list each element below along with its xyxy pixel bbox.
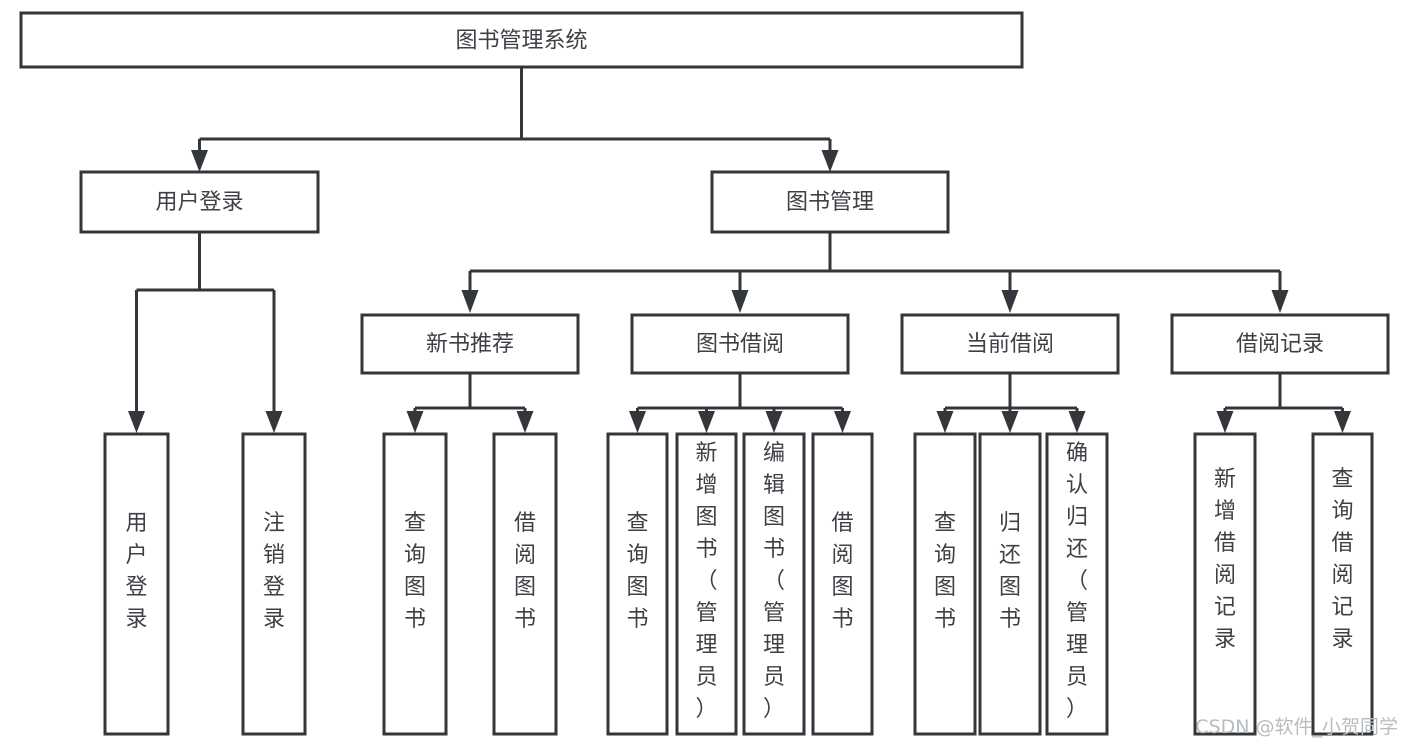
leaf-current-borrow-1[interactable]: 归还图书 <box>978 432 1042 736</box>
leaf-box[interactable] <box>1193 432 1257 736</box>
arrow-current-borrow-leaf3 <box>1068 411 1086 433</box>
node-borrow-record-label: 借阅记录 <box>1236 332 1324 357</box>
leaf-box[interactable] <box>742 432 806 736</box>
leaf-label: 借阅图书 <box>831 511 853 632</box>
node-new-book-recommend-label: 新书推荐 <box>426 332 514 357</box>
leaf-user-login-0[interactable]: 用户登录 <box>103 432 170 736</box>
leaf-box[interactable] <box>241 432 307 736</box>
arrow-user-login-leaf1 <box>128 411 145 433</box>
leaf-label: 借阅图书 <box>514 511 536 632</box>
node-borrow-record[interactable]: 借阅记录 <box>1170 313 1390 375</box>
leaf-box[interactable] <box>103 432 170 736</box>
leaf-box[interactable] <box>1311 432 1374 736</box>
node-book-manage-label: 图书管理 <box>786 190 874 215</box>
leaf-box[interactable] <box>913 432 977 736</box>
arrow-user-login-leaf2 <box>265 411 283 433</box>
node-new-book-recommend-box[interactable] <box>360 313 580 375</box>
arrow-to-book-borrow <box>731 290 749 313</box>
leaf-label: 查询图书 <box>934 511 956 632</box>
leaf-label: 查询图书 <box>626 511 648 632</box>
leaf-box[interactable] <box>675 432 738 736</box>
node-current-borrow-label: 当前借阅 <box>966 332 1054 357</box>
node-book-borrow-box[interactable] <box>630 313 850 375</box>
arrow-to-book-manage <box>821 150 839 172</box>
leaf-new-book-recommend-0[interactable]: 查询图书 <box>382 432 448 736</box>
leaf-label: 编辑图书（管理员） <box>763 441 785 722</box>
node-root-box[interactable] <box>19 11 1024 69</box>
leaf-box[interactable] <box>978 432 1042 736</box>
leaf-label: 查询借阅记录 <box>1331 467 1353 652</box>
leaf-new-book-recommend-1[interactable]: 借阅图书 <box>492 432 558 736</box>
node-user-login-label: 用户登录 <box>155 190 243 215</box>
leaf-label: 新增图书（管理员） <box>695 441 717 722</box>
arrow-book-borrow-leaf2 <box>698 411 715 433</box>
arrow-current-borrow-leaf1 <box>936 411 954 433</box>
leaf-box[interactable] <box>606 432 669 736</box>
node-book-manage-box[interactable] <box>710 170 950 234</box>
leaf-current-borrow-2[interactable]: 确认归还（管理员） <box>1045 432 1109 736</box>
leaf-label: 新增借阅记录 <box>1214 467 1236 652</box>
node-user-login[interactable]: 用户登录 <box>79 170 320 234</box>
node-root[interactable]: 图书管理系统 <box>19 11 1024 69</box>
arrow-to-borrow-record <box>1271 290 1289 313</box>
node-book-borrow-label: 图书借阅 <box>696 332 784 357</box>
arrow-new-book-leaf1 <box>406 411 424 433</box>
leaf-box[interactable] <box>492 432 558 736</box>
connector-layer <box>128 67 1351 433</box>
arrow-borrow-record-leaf1 <box>1216 411 1234 433</box>
node-current-borrow[interactable]: 当前借阅 <box>900 313 1120 375</box>
leaf-label: 确认归还（管理员） <box>1066 441 1088 722</box>
node-current-borrow-box[interactable] <box>900 313 1120 375</box>
leaf-borrow-record-0[interactable]: 新增借阅记录 <box>1193 432 1257 736</box>
leaf-book-borrow-1[interactable]: 新增图书（管理员） <box>675 432 738 736</box>
leaf-box[interactable] <box>1045 432 1109 736</box>
arrow-borrow-record-leaf2 <box>1334 411 1351 433</box>
leaf-book-borrow-3[interactable]: 借阅图书 <box>811 432 874 736</box>
leaf-user-login-1[interactable]: 注销登录 <box>241 432 307 736</box>
csdn-watermark: CSDN @软件_小贺同学 <box>1195 716 1398 738</box>
leaf-current-borrow-0[interactable]: 查询图书 <box>913 432 977 736</box>
arrow-book-borrow-leaf4 <box>834 411 851 433</box>
leaf-book-borrow-0[interactable]: 查询图书 <box>606 432 669 736</box>
arrow-to-user-login <box>191 150 208 172</box>
arrow-new-book-leaf2 <box>516 411 534 433</box>
node-book-borrow[interactable]: 图书借阅 <box>630 313 850 375</box>
arrow-book-borrow-leaf3 <box>765 411 783 433</box>
arrow-current-borrow-leaf2 <box>1001 411 1019 433</box>
leaf-book-borrow-2[interactable]: 编辑图书（管理员） <box>742 432 806 736</box>
arrow-to-new-book <box>461 290 479 313</box>
leaf-label: 查询图书 <box>404 511 426 632</box>
leaf-label: 归还图书 <box>999 511 1021 632</box>
node-new-book-recommend[interactable]: 新书推荐 <box>360 313 580 375</box>
node-root-label: 图书管理系统 <box>455 29 587 54</box>
node-user-login-box[interactable] <box>79 170 320 234</box>
node-borrow-record-box[interactable] <box>1170 313 1390 375</box>
leaf-box[interactable] <box>811 432 874 736</box>
leaf-borrow-record-1[interactable]: 查询借阅记录 <box>1311 432 1374 736</box>
leaf-label: 用户登录 <box>125 511 147 632</box>
arrow-book-borrow-leaf1 <box>629 411 646 433</box>
leaf-label: 注销登录 <box>263 511 285 632</box>
arrow-to-current-borrow <box>1001 290 1019 313</box>
node-book-manage[interactable]: 图书管理 <box>710 170 950 234</box>
leaf-box[interactable] <box>382 432 448 736</box>
